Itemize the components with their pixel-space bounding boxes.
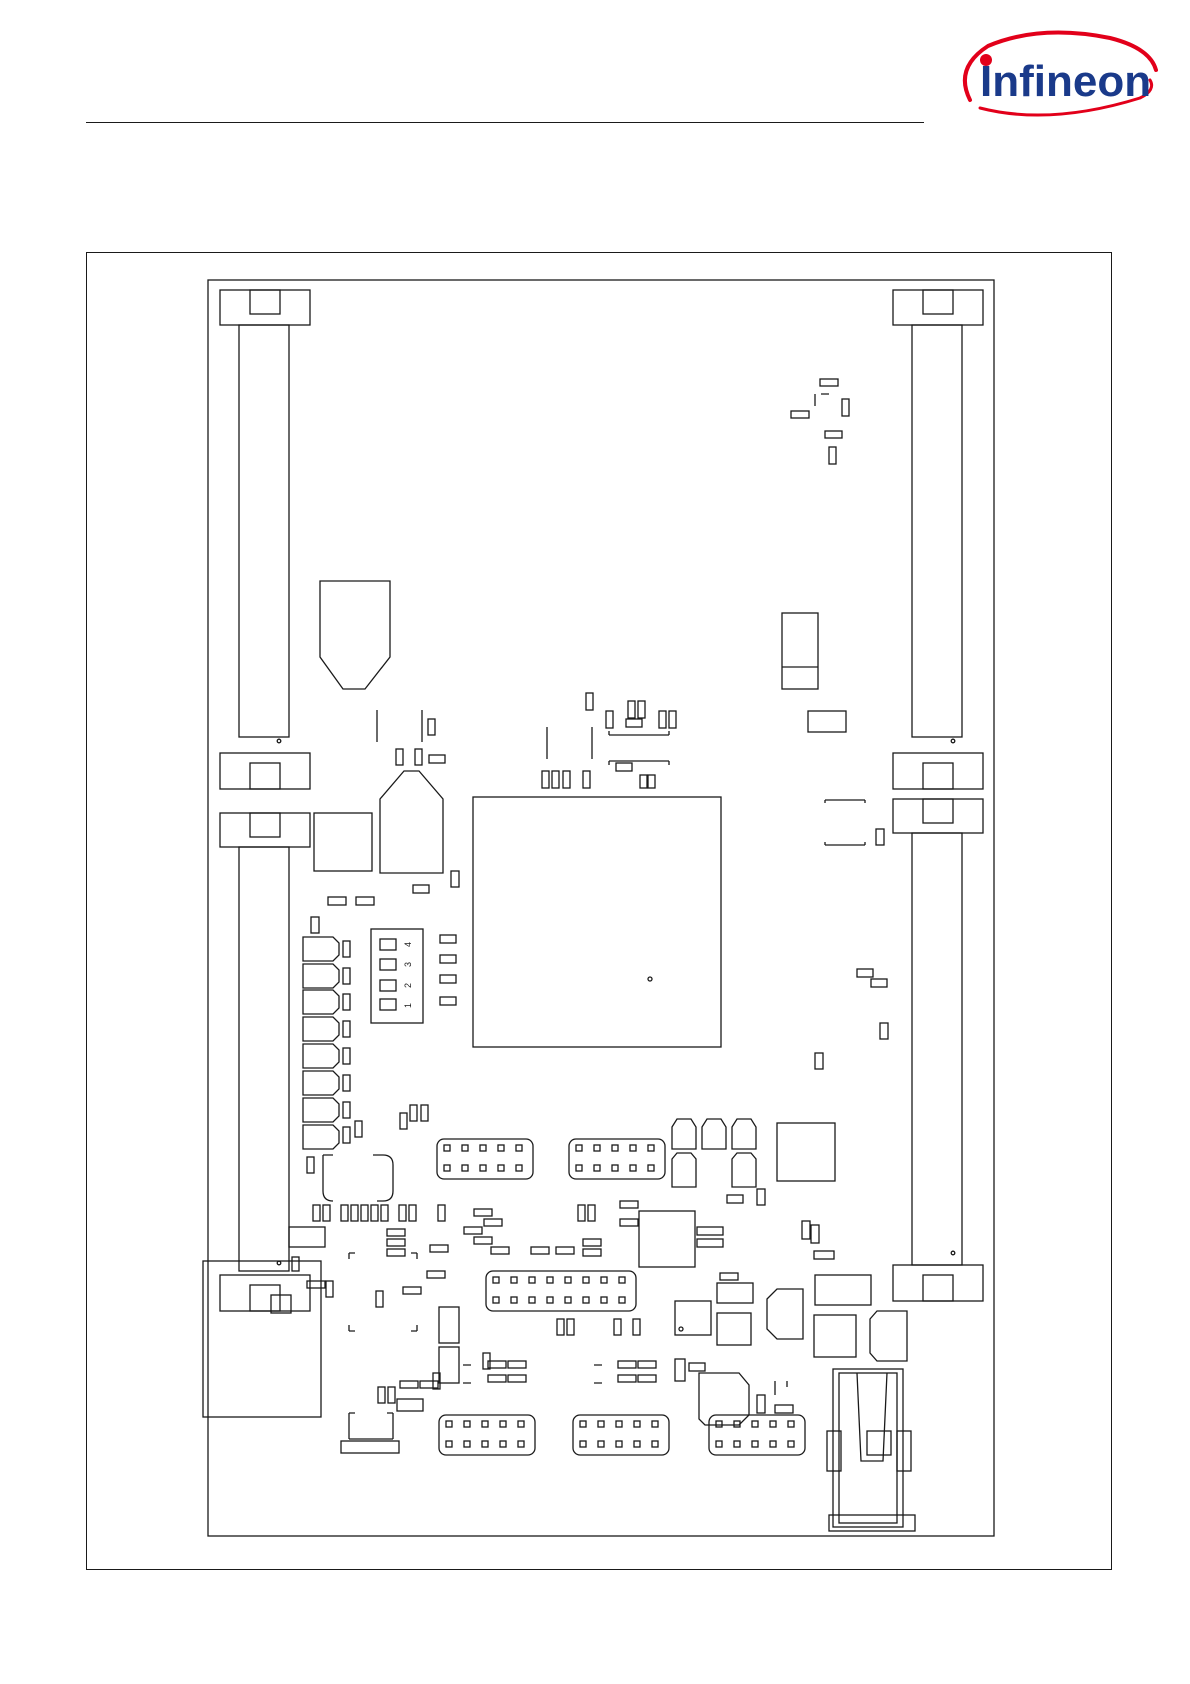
rounded-ic-outline — [323, 1155, 393, 1201]
right-header-connector-lower — [893, 799, 983, 1301]
pin-header-e — [573, 1415, 669, 1455]
electrolytic-capacitor — [380, 771, 443, 873]
dip-label-1: 1 — [403, 1003, 413, 1008]
right-header-connector-upper — [893, 290, 983, 789]
top-center-passives — [542, 693, 676, 788]
square-ic-mid — [639, 1211, 695, 1267]
right-ic-outline — [825, 800, 865, 845]
figure-frame: 4 3 2 1 — [86, 252, 1112, 1570]
capacitor-cluster — [672, 1119, 835, 1205]
header-rule — [86, 122, 924, 123]
top-right-passives — [791, 379, 849, 464]
logo-text: Infineon — [980, 57, 1151, 106]
power-section — [675, 1275, 907, 1425]
board-layout-diagram: 4 3 2 1 — [87, 253, 1113, 1571]
dip-label-2: 2 — [403, 983, 413, 988]
left-mid-passives — [377, 710, 445, 765]
square-ic-left — [314, 813, 372, 871]
vertical-component — [782, 613, 818, 689]
power-jack — [827, 1369, 915, 1531]
main-mcu — [473, 797, 721, 1047]
pin-header-a — [437, 1139, 533, 1179]
led-column — [303, 937, 350, 1173]
dip-label-4: 4 — [403, 942, 413, 947]
crystal-package — [320, 581, 390, 689]
lower-left-passive-row — [271, 1201, 638, 1313]
dip-label-3: 3 — [403, 962, 413, 967]
left-header-connector-lower — [220, 813, 310, 1311]
left-header-connector-upper — [220, 290, 310, 789]
pin-header-d — [439, 1415, 535, 1455]
infineon-logo: Infineon — [950, 28, 1162, 120]
pin-header-c — [486, 1271, 636, 1311]
dip-switch: 4 3 2 1 — [371, 929, 456, 1023]
pin-header-f — [709, 1415, 805, 1455]
pin-header-b — [569, 1139, 665, 1179]
board-outline — [208, 280, 994, 1536]
